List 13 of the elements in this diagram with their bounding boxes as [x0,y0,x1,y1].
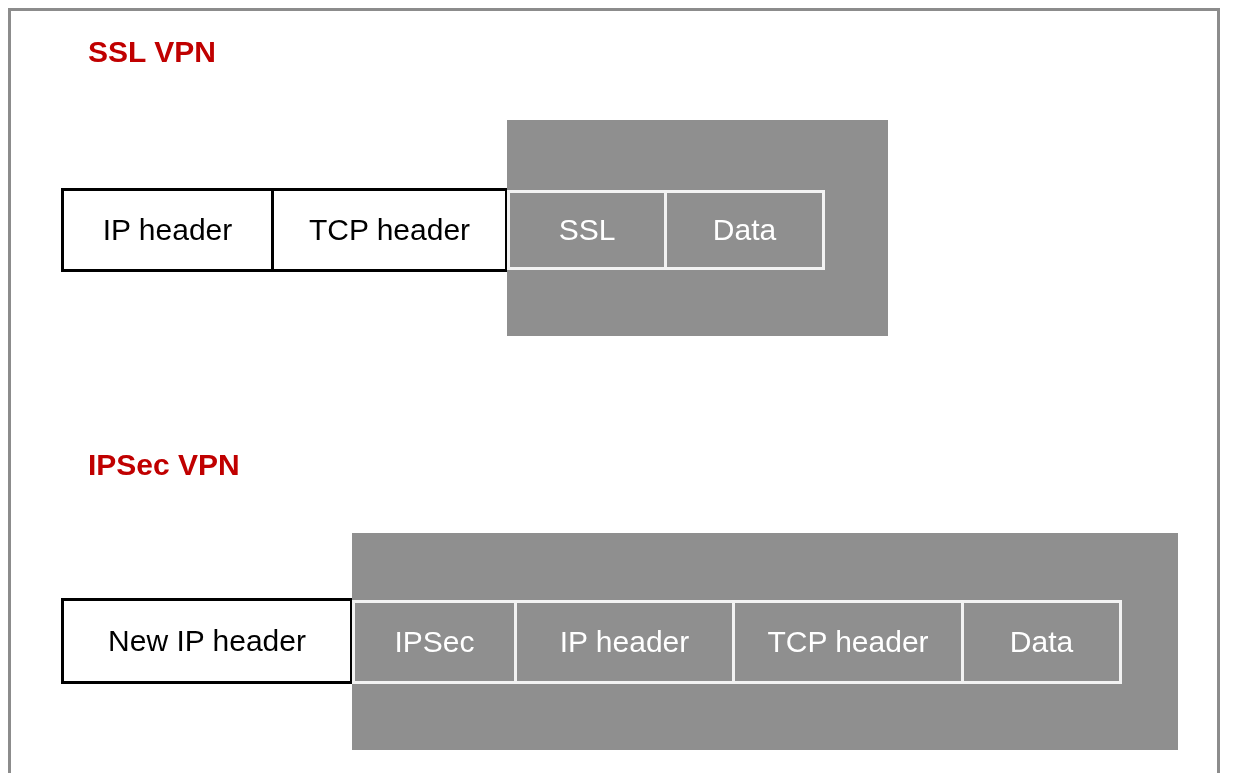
packet-panel [507,120,888,336]
header-field: New IP header [61,598,353,684]
header-field: SSL [507,190,667,270]
header-field: Data [664,190,825,270]
section-heading: IPSec VPN [88,448,240,482]
section-heading: SSL VPN [88,35,216,69]
header-field: IP header [61,188,274,272]
header-field: TCP header [271,188,508,272]
header-field: IPSec [352,600,517,684]
header-field: Data [961,600,1122,684]
packet-panel [352,533,1178,750]
header-field: TCP header [732,600,964,684]
header-field: IP header [514,600,735,684]
